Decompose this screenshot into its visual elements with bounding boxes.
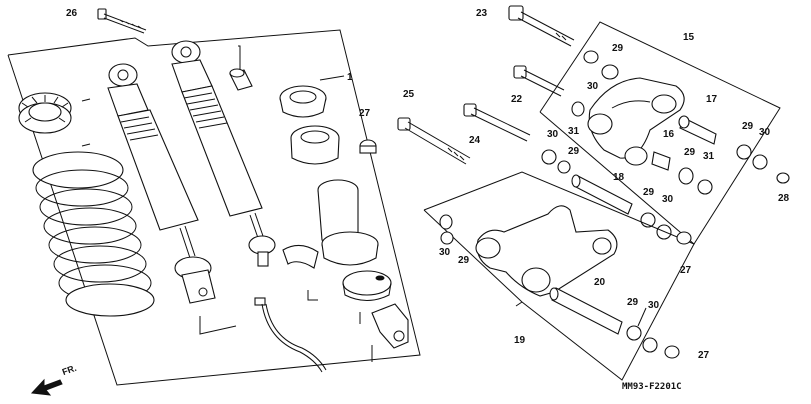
nut-27-upper	[359, 139, 377, 154]
bolt-23	[508, 5, 575, 47]
callout-29-a: 29	[612, 43, 624, 54]
upper-joint-collar	[290, 125, 340, 165]
breather-tube	[254, 297, 327, 373]
spring-seat-stopper	[282, 244, 319, 269]
bearings-connecting-rod	[439, 214, 692, 359]
callout-15: 15	[683, 32, 695, 43]
shock-damper-right	[171, 40, 276, 267]
lower-mount-clevis	[371, 303, 409, 349]
shock-damper-left	[107, 63, 216, 304]
callout-31-a: 31	[568, 126, 580, 137]
bearings-shock-arm	[541, 50, 790, 240]
callout-30-a: 30	[587, 81, 599, 92]
bolt-24	[463, 103, 531, 142]
callout-17: 17	[706, 94, 718, 105]
callout-23: 23	[476, 8, 488, 19]
shock-arm-frame	[539, 21, 781, 245]
callout-20: 20	[594, 277, 606, 288]
collar-20	[549, 287, 623, 335]
damper-bushing	[229, 68, 253, 91]
collar-17	[678, 115, 717, 145]
callout-30-e: 30	[439, 247, 451, 258]
callout-29-c: 29	[742, 121, 754, 132]
dust-cover-tube	[317, 179, 379, 266]
shock-arm	[587, 77, 685, 166]
callout-1: 1	[347, 72, 353, 83]
callout-19: 19	[514, 335, 526, 346]
leader-lines-left	[81, 45, 373, 362]
shock-assembly-frame	[7, 29, 421, 386]
callout-30-d: 30	[662, 194, 674, 205]
leader-lines-right	[515, 301, 647, 327]
callout-27-upper: 27	[359, 108, 371, 119]
callout-29-g: 29	[627, 297, 639, 308]
connecting-rod-frame	[423, 171, 695, 381]
collar-18	[571, 174, 633, 215]
callout-30-f: 30	[648, 300, 660, 311]
front-direction-arrow	[30, 378, 63, 396]
callout-27-lower: 27	[698, 350, 710, 361]
callout-29-f: 29	[458, 255, 470, 266]
bolt-26	[97, 8, 147, 34]
callout-30-b: 30	[547, 129, 559, 140]
callout-22: 22	[511, 94, 523, 105]
bolt-25	[397, 117, 471, 165]
bolt-22	[513, 65, 565, 97]
callout-26: 26	[66, 8, 78, 19]
callout-30-c: 30	[759, 127, 771, 138]
callout-18: 18	[613, 172, 625, 183]
callout-16: 16	[663, 129, 675, 140]
callout-29-d: 29	[684, 147, 696, 158]
connecting-rod	[475, 205, 618, 297]
callout-31-b: 31	[703, 151, 715, 162]
coil-spring	[32, 151, 155, 317]
stopper-rubber	[279, 85, 327, 118]
callout-25: 25	[403, 89, 415, 100]
spring-adjuster-nut	[18, 92, 72, 134]
callout-24: 24	[469, 135, 481, 146]
callout-27-mid: 27	[680, 265, 692, 276]
callout-28: 28	[778, 193, 790, 204]
lower-spring-seat	[342, 270, 392, 301]
diagram-code: MM93-F2201C	[622, 382, 682, 392]
callout-29-e: 29	[643, 187, 655, 198]
collar-16	[651, 151, 671, 171]
callout-29-b: 29	[568, 146, 580, 157]
